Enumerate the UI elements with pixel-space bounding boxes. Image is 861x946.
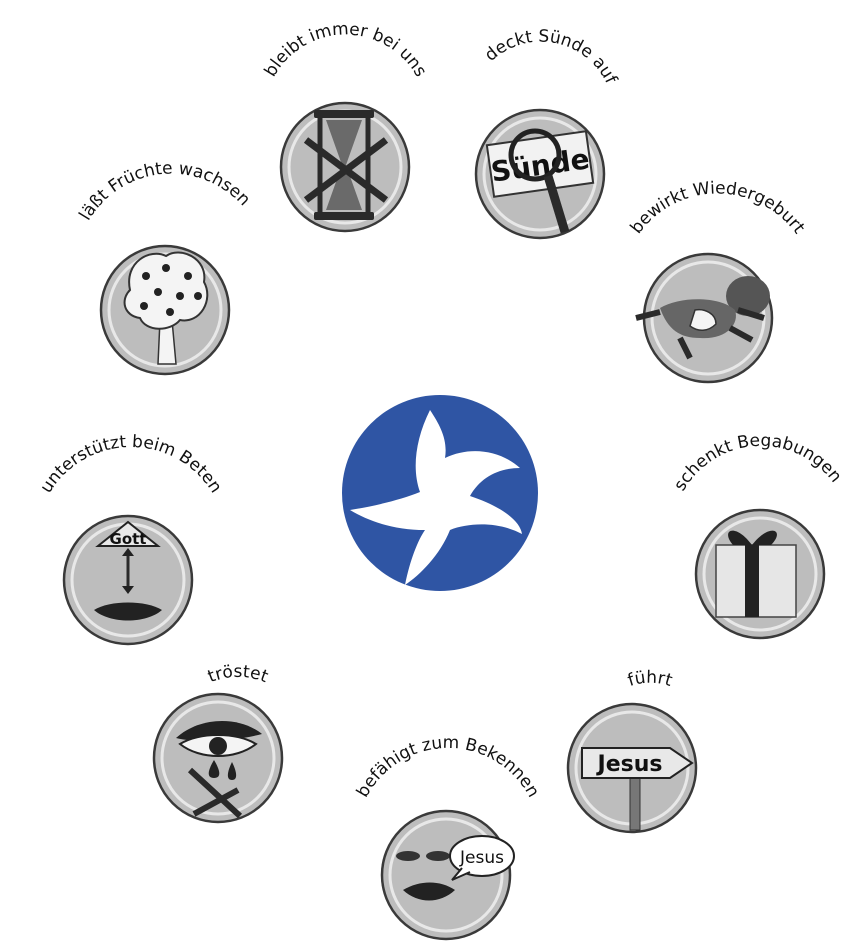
prayer-icon: Gott: [94, 520, 162, 621]
node-troestet: [152, 692, 284, 824]
node-befaehigt-bubble-text: Jesus: [459, 848, 504, 868]
node-schenkt: [694, 508, 826, 640]
label-befaehigt: befähigt zum Bekennen: [353, 733, 543, 801]
label-laesst: läßt Früchte wachsen: [76, 158, 255, 223]
crying-eye-icon: [176, 720, 262, 819]
node-deckt: Sünde: [474, 108, 606, 240]
crossed-hourglass-icon: [303, 110, 389, 220]
label-fuehrt: führt: [625, 668, 675, 691]
dove-icon: [350, 410, 522, 585]
node-bewirkt: [635, 252, 774, 384]
gift-icon: [715, 530, 797, 618]
speaking-face-icon: Jesus: [396, 835, 515, 901]
node-befaehigt: Jesus: [380, 809, 515, 941]
label-unterstuetzt: unterstützt beim Beten: [36, 432, 225, 497]
node-laesst: [99, 244, 231, 376]
label-schenkt: schenkt Begabungen: [670, 431, 846, 495]
label-bewirkt: bewirkt Wiedergeburt: [627, 178, 809, 238]
center-dove: [342, 395, 538, 591]
fruit-tree-icon: [123, 251, 209, 365]
magnifier-icon: Sünde: [485, 128, 595, 234]
label-bleibt: bleibt immer bei uns: [261, 19, 431, 80]
node-unterstuetzt: Gott: [62, 514, 194, 646]
node-fuehrt-sign-text: Jesus: [596, 752, 663, 777]
node-fuehrt: Jesus: [566, 702, 698, 834]
node-bleibt: [279, 101, 411, 233]
baby-icon: [635, 276, 770, 360]
signpost-icon: Jesus: [581, 747, 694, 831]
label-deckt: deckt Sünde auf: [481, 26, 621, 87]
label-troestet: tröstet: [205, 662, 271, 687]
node-unterstuetzt-sign-text: Gott: [110, 530, 147, 548]
